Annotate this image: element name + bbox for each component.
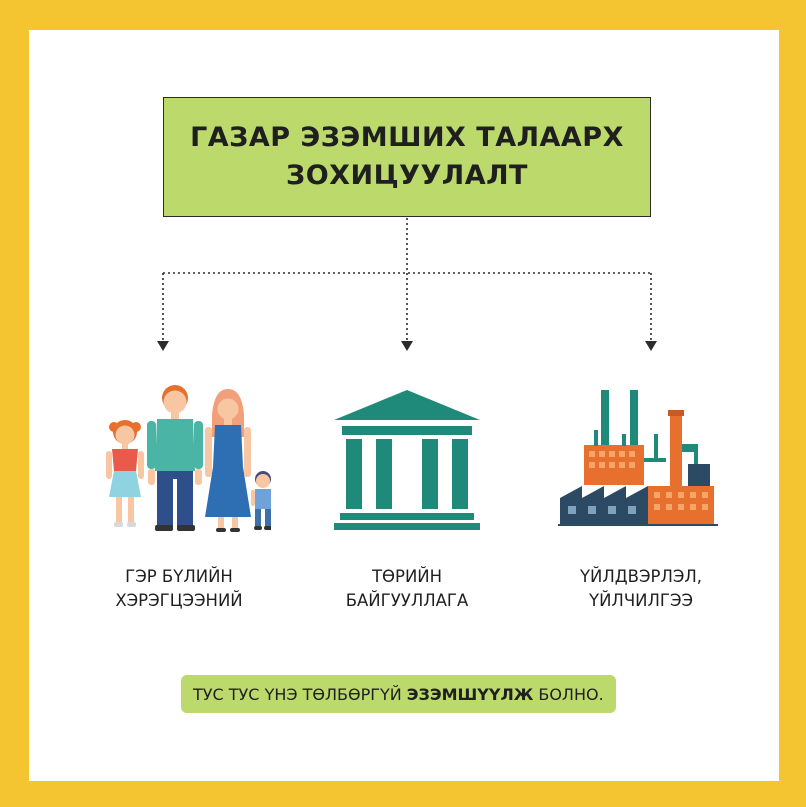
branch-label-line-2: ҮЙЛЧИЛГЭЭ (589, 591, 693, 610)
infographic-panel: ГАЗАР ЭЗЭМШИХ ТАЛААРХ ЗОХИЦУУЛАЛТ (29, 30, 779, 781)
branch-label-family: ГЭР БҮЛИЙН ХЭРЭГЦЭЭНИЙ (69, 565, 289, 613)
factory-icon (558, 390, 718, 526)
girl-figure (106, 420, 144, 527)
note-suffix: БОЛНО. (538, 684, 604, 704)
branch-label-line-1: ТӨРИЙН (371, 567, 443, 586)
branch-label-line-2: БАЙГУУЛЛАГА (345, 591, 469, 610)
family-icon (106, 385, 271, 532)
father-figure (147, 385, 203, 531)
boy-figure (251, 471, 271, 530)
note-prefix: ТУС ТУС ҮНЭ ТӨЛБӨРГҮЙ (193, 684, 402, 704)
branch-label-line-1: ҮЙЛДВЭРЛЭЛ, (579, 567, 703, 586)
title-line-1: ГАЗАР ЭЗЭМШИХ ТАЛААРХ (190, 122, 624, 153)
branch-label-line-2: ХЭРЭГЦЭЭНИЙ (115, 591, 243, 610)
title-line-2: ЗОХИЦУУЛАЛТ (286, 160, 528, 191)
branch-label-government: ТӨРИЙН БАЙГУУЛЛАГА (297, 565, 517, 613)
branch-label-industry: ҮЙЛДВЭРЛЭЛ, ҮЙЛЧИЛГЭЭ (531, 565, 751, 613)
note-emphasis: ЭЗЭМШҮҮЛЖ (406, 684, 534, 704)
arrowhead-center (401, 341, 413, 351)
arrowhead-left (157, 341, 169, 351)
government-building-icon (334, 390, 480, 530)
arrowhead-right (645, 341, 657, 351)
title-box: ГАЗАР ЭЗЭМШИХ ТАЛААРХ ЗОХИЦУУЛАЛТ (163, 97, 651, 217)
mother-figure (205, 389, 251, 532)
footer-note: ТУС ТУС ҮНЭ ТӨЛБӨРГҮЙ ЭЗЭМШҮҮЛЖ БОЛНО. (181, 675, 616, 713)
branch-label-line-1: ГЭР БҮЛИЙН (125, 567, 233, 586)
